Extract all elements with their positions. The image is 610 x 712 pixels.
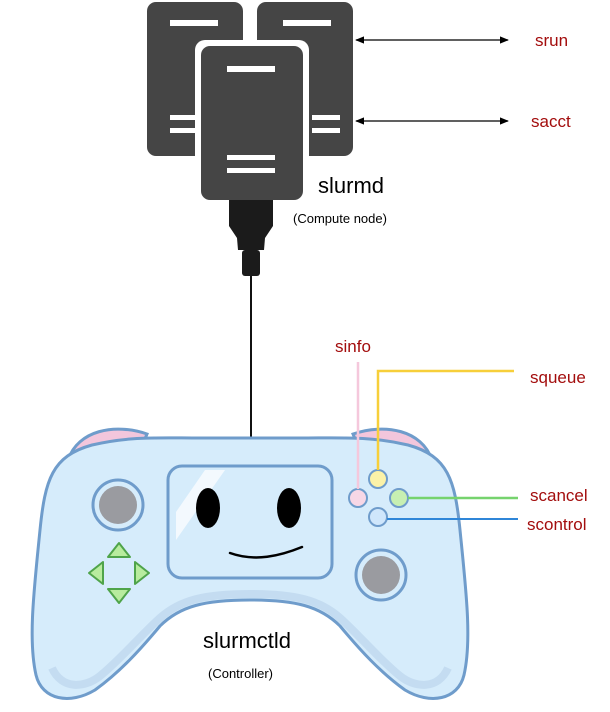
squeue-label: squeue (530, 368, 586, 387)
game-controller-icon (30, 427, 470, 700)
server-icon (147, 2, 353, 206)
dpad-up (107, 542, 131, 558)
controller-role: (Controller) (208, 666, 273, 681)
right-joystick (354, 548, 408, 602)
scancel-label: scancel (530, 486, 588, 505)
power-plug-icon (229, 200, 273, 440)
scontrol-label: scontrol (527, 515, 587, 534)
squeue-button (368, 469, 388, 489)
dpad-left (88, 561, 104, 585)
left-eye (196, 488, 220, 528)
dpad-down (107, 588, 131, 604)
controller-screen (166, 464, 334, 580)
dpad (88, 542, 150, 604)
compute-node-role: (Compute node) (293, 211, 387, 226)
right-eye (277, 488, 301, 528)
server-front (195, 40, 309, 206)
srun-label: srun (535, 31, 568, 50)
smile (228, 545, 304, 559)
sinfo-label: sinfo (335, 337, 371, 356)
scontrol-button (368, 507, 388, 527)
left-joystick (91, 478, 145, 532)
dpad-right (134, 561, 150, 585)
compute-node-name: slurmd (318, 173, 384, 198)
sinfo-button (348, 488, 368, 508)
squeue-connector (376, 369, 514, 470)
scancel-button (389, 488, 409, 508)
sacct-label: sacct (531, 112, 571, 131)
controller-name: slurmctld (203, 628, 291, 653)
